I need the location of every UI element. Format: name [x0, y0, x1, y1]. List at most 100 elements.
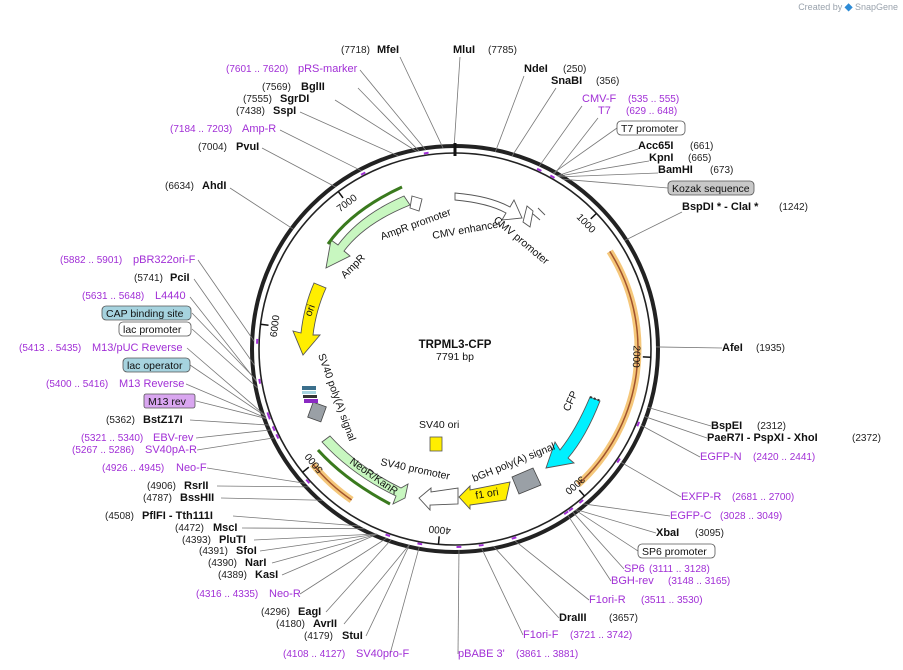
- primer-mark: [417, 542, 423, 546]
- primer-mark: [271, 426, 276, 432]
- tick-mark: [260, 323, 269, 327]
- leader-line: [186, 347, 266, 416]
- site-msci-name: MscI: [213, 522, 237, 534]
- primer-block-1: [302, 386, 316, 390]
- label-f1-ori: f1 ori: [474, 486, 499, 502]
- primer-f1ori-f-name: F1ori-F: [523, 629, 559, 641]
- site-claI-name: BspDI * - ClaI *: [682, 201, 759, 213]
- site-eagi-pos: (4296): [261, 607, 290, 618]
- primer-marks: [256, 151, 641, 548]
- box-lac-operator-text: lac operator: [127, 360, 183, 372]
- tick-label: 6000: [269, 314, 283, 338]
- primer-sv40pa-r-name: SV40pA-R: [145, 444, 197, 456]
- snapgene-credit: Created by ◆ SnapGene: [798, 2, 898, 13]
- leader-line: [553, 117, 599, 175]
- site-bstz17i-pos: (5362): [106, 415, 135, 426]
- primer-exfp-r-range: (2681 .. 2700): [732, 492, 794, 503]
- leader-line: [365, 544, 410, 637]
- site-ahdi-pos: (6634): [165, 181, 194, 192]
- primer-neo-r-name: Neo-R: [269, 588, 301, 600]
- leader-line: [558, 172, 659, 178]
- primer-sp6-range: (3111 .. 3128): [649, 564, 710, 575]
- leader-line: [191, 328, 259, 389]
- primer-mark: [636, 421, 641, 427]
- leader-line: [557, 160, 650, 177]
- site-bstz17i-name: BstZ17I: [143, 414, 183, 426]
- site-mfei-pos: (7718): [341, 45, 370, 56]
- site-kpni-name: KpnI: [649, 152, 673, 164]
- leader-line: [229, 187, 294, 230]
- box-lac-operator: [122, 357, 191, 373]
- label-cmv-promoter: CMV promoter: [491, 214, 551, 267]
- primer-mark: [563, 510, 569, 515]
- primer-l4440-range: (5631 .. 5648): [82, 291, 144, 302]
- leader-line: [193, 278, 256, 366]
- primer-mark: [423, 151, 429, 155]
- leader-line: [552, 127, 618, 174]
- cfp-arrow: [545, 396, 601, 469]
- leader-line: [189, 419, 269, 426]
- leader-line: [220, 497, 323, 501]
- site-draiii-pos: (3657): [609, 613, 638, 624]
- site-bglii-name: BglII: [301, 81, 325, 93]
- primer-mark: [511, 536, 517, 540]
- site-stui-pos: (4179): [304, 631, 333, 642]
- box-sp6-promoter-text: SP6 promoter: [642, 546, 707, 558]
- ampr-arrow: [325, 195, 411, 269]
- leader-line: [189, 364, 266, 417]
- primer-amp-r-range: (7184 .. 7203): [170, 124, 232, 135]
- primer-f1ori-r-range: (3511 .. 3530): [641, 595, 703, 606]
- site-pvui-pos: (7004): [198, 142, 227, 153]
- leader-line: [206, 467, 306, 484]
- primer-bgh-rev-range: (3148 .. 3165): [668, 576, 730, 587]
- primer-t7-range: (629 .. 648): [626, 106, 677, 117]
- leader-line: [567, 515, 612, 582]
- orf-line-cfp: [577, 250, 639, 485]
- site-claI-pos: (1242): [779, 202, 808, 213]
- leader-line: [195, 400, 267, 419]
- leader-line: [494, 75, 525, 153]
- leader-line: [191, 312, 257, 381]
- site-mfei-name: MfeI: [377, 44, 399, 56]
- site-bspei-pos: (2312): [757, 421, 786, 432]
- leader-line: [620, 461, 682, 498]
- primer-pbr322ori-f-range: (5882 .. 5901): [60, 255, 122, 266]
- leader-line: [389, 546, 420, 655]
- primer-mark: [275, 433, 280, 440]
- cmv-promoter-arrow: [522, 205, 534, 228]
- site-xhoi-name: PaeR7I - PspXI - XhoI: [707, 432, 818, 444]
- site-nari-pos: (4390): [208, 558, 237, 569]
- site-xhoi-pos: (2372): [852, 433, 881, 444]
- site-pcii-name: PciI: [170, 272, 190, 284]
- site-pcii-pos: (5741): [134, 273, 163, 284]
- primer-sv40pa-r-range: (5267 .. 5286): [72, 445, 134, 456]
- f1-ori-arrow: [458, 481, 511, 511]
- site-afei-name: AfeI: [722, 342, 743, 354]
- primer-prs-marker-range: (7601 .. 7620): [226, 64, 288, 75]
- leader-line: [481, 548, 524, 636]
- site-ndei-name: NdeI: [524, 63, 548, 75]
- leader-line: [325, 539, 392, 613]
- site-bamhi-name: BamHI: [658, 164, 693, 176]
- primer-sp6-name: SP6: [624, 563, 645, 575]
- leader-line: [259, 533, 377, 552]
- leader-line: [359, 69, 427, 151]
- leader-line: [572, 511, 625, 570]
- leader-line: [514, 540, 590, 601]
- primer-cmv-f-name: CMV-F: [582, 93, 617, 105]
- sv40-polya-box: [307, 401, 327, 423]
- tick-mark: [590, 212, 598, 220]
- primer-block-2: [302, 391, 316, 394]
- site-mlui-name: MluI: [453, 44, 475, 56]
- plasmid-name: TRPML3-CFP: [419, 339, 492, 351]
- box-m13-rev-text: M13 rev: [148, 396, 187, 408]
- primer-f1ori-f-range: (3721 .. 3742): [570, 630, 632, 641]
- primer-sv40pro-f-name: SV40pro-F: [356, 648, 409, 660]
- leader-line: [261, 147, 337, 188]
- credit-brand: SnapGene: [854, 2, 898, 12]
- primer-egfp-n-range: (2420 .. 2441): [753, 452, 815, 463]
- site-afei-pos: (1935): [756, 343, 785, 354]
- leader-line: [647, 406, 712, 427]
- label-sv40-promoter: SV40 promoter: [379, 456, 451, 483]
